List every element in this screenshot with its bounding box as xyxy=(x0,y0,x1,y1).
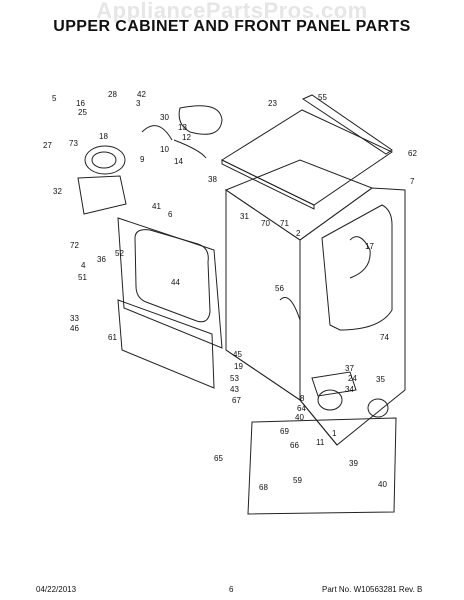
toe-panel xyxy=(117,299,215,389)
front-panel xyxy=(117,217,223,349)
callout: 35 xyxy=(376,375,385,384)
callout: 24 xyxy=(348,374,357,383)
callout: 42 xyxy=(137,90,146,99)
callout: 65 xyxy=(214,454,223,463)
callout: 38 xyxy=(208,175,217,184)
callout: 11 xyxy=(316,438,325,447)
callout: 44 xyxy=(171,278,180,287)
callout: 33 xyxy=(70,314,79,323)
callout: 18 xyxy=(99,132,108,141)
callout-labels: 5 16 28 42 3 25 30 13 12 27 73 18 10 9 2… xyxy=(43,90,417,492)
callout: 40 xyxy=(295,413,304,422)
callout: 67 xyxy=(232,396,241,405)
callout: 40 xyxy=(378,480,387,489)
callout: 34 xyxy=(345,385,354,394)
cabinet-back xyxy=(224,159,374,241)
footer-part-number: Part No. W10563281 Rev. B xyxy=(322,585,423,594)
callout: 28 xyxy=(108,90,117,99)
callout: 10 xyxy=(160,145,169,154)
callout: 72 xyxy=(70,241,79,250)
callout: 59 xyxy=(293,476,302,485)
callout: 73 xyxy=(69,139,78,148)
footer-date: 04/22/2013 xyxy=(36,585,77,594)
callout: 2 xyxy=(296,229,301,238)
callout: 3 xyxy=(136,99,141,108)
callout: 14 xyxy=(174,157,183,166)
callout: 41 xyxy=(152,202,161,211)
top-panel-edge xyxy=(221,159,315,210)
callout: 39 xyxy=(349,459,358,468)
callout: 62 xyxy=(408,149,417,158)
side-panel xyxy=(321,204,393,331)
callout: 23 xyxy=(268,99,277,108)
callout: 52 xyxy=(115,249,124,258)
watermark: AppliancePartsPros.com xyxy=(96,0,368,23)
callout: 32 xyxy=(53,187,62,196)
callout: 30 xyxy=(160,113,169,122)
callout: 68 xyxy=(259,483,268,492)
callout: 25 xyxy=(78,108,87,117)
callout: 4 xyxy=(81,261,86,270)
callout: 16 xyxy=(76,99,85,108)
callout: 45 xyxy=(233,350,242,359)
callout: 51 xyxy=(78,273,87,282)
callout: 53 xyxy=(230,374,239,383)
callout: 31 xyxy=(240,212,249,221)
callout: 74 xyxy=(380,333,389,342)
motor xyxy=(84,145,126,175)
callout: 69 xyxy=(280,427,289,436)
callout: 46 xyxy=(70,324,79,333)
heater-box xyxy=(247,417,397,515)
callout: 13 xyxy=(178,123,187,132)
callout: 66 xyxy=(290,441,299,450)
callout: 61 xyxy=(108,333,117,342)
callout: 55 xyxy=(318,93,327,102)
callout: 37 xyxy=(345,364,354,373)
callout: 12 xyxy=(182,133,191,142)
callout: 56 xyxy=(275,284,284,293)
callout: 70 xyxy=(261,219,270,228)
callout: 64 xyxy=(297,404,306,413)
callout: 71 xyxy=(280,219,289,228)
callout: 36 xyxy=(97,255,106,264)
callout: 27 xyxy=(43,141,52,150)
callout: 7 xyxy=(410,177,415,186)
callout: 19 xyxy=(234,362,243,371)
callout: 1 xyxy=(332,429,337,438)
door-opening xyxy=(134,229,211,323)
footer-page: 6 xyxy=(229,585,234,594)
callout: 9 xyxy=(140,155,145,164)
callout: 6 xyxy=(168,210,173,219)
callout: 43 xyxy=(230,385,239,394)
rear-rail xyxy=(301,94,393,155)
callout: 8 xyxy=(300,394,305,403)
motor-bracket xyxy=(77,175,127,215)
callout: 17 xyxy=(365,242,374,251)
cabinet-right xyxy=(299,187,406,446)
page-title: UPPER CABINET AND FRONT PANEL PARTS xyxy=(53,18,411,35)
top-panel xyxy=(220,109,394,206)
callout: 5 xyxy=(52,94,57,103)
